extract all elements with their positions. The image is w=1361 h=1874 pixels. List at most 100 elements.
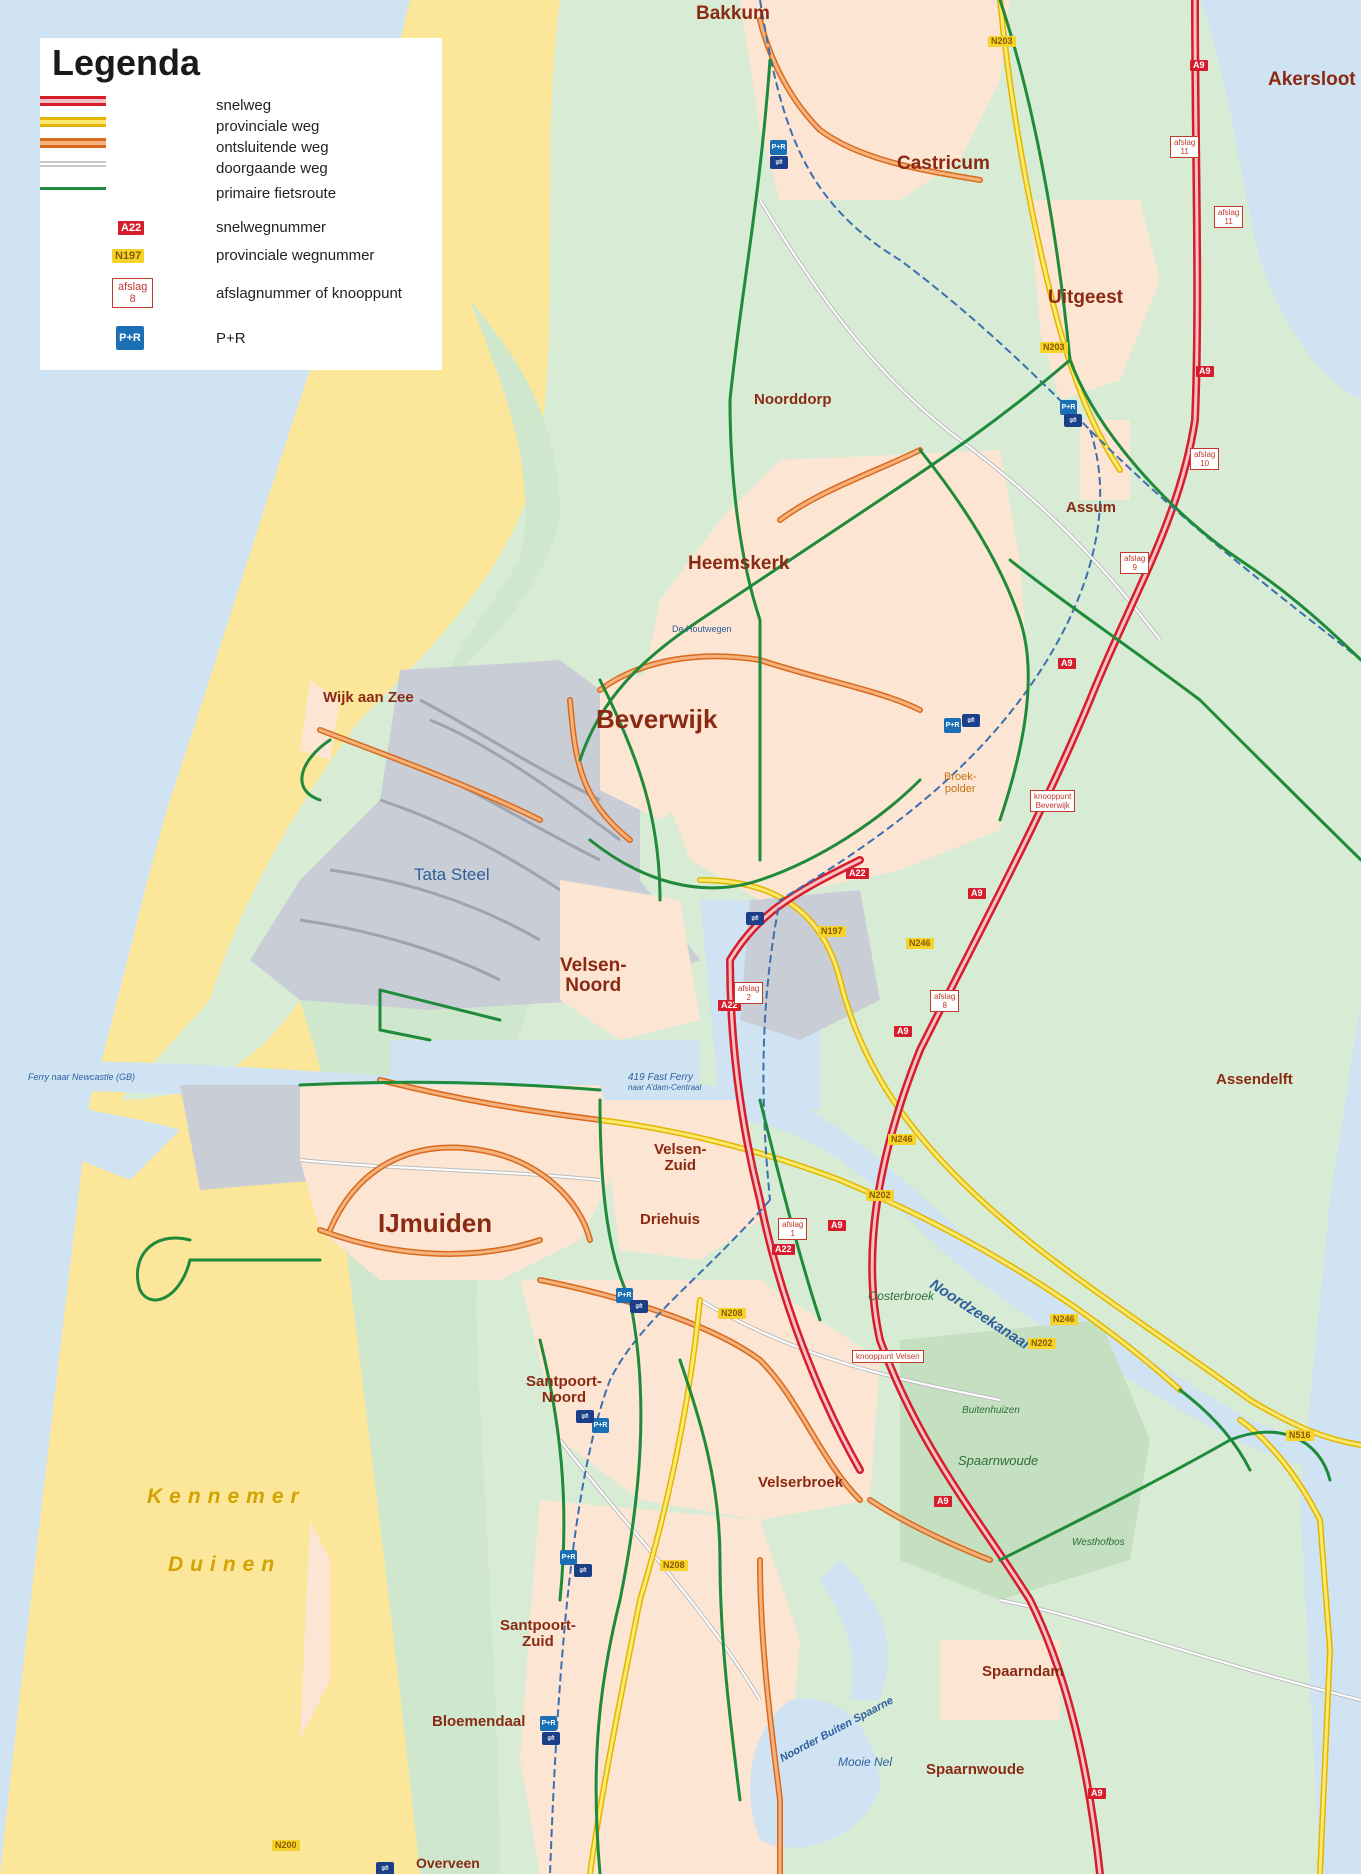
label-duinen: Duinen — [168, 1553, 282, 1576]
label-assum: Assum — [1066, 499, 1117, 516]
label-tata-steel: Tata Steel — [414, 865, 490, 884]
label-fast-ferry: 419 Fast Ferry — [628, 1072, 694, 1083]
park-and-ride-icon: P+R — [616, 1288, 633, 1303]
through-road-line-symbol — [40, 161, 106, 167]
label-castricum: Castricum — [897, 153, 990, 174]
road-badge-a22: A22 — [846, 868, 869, 879]
road-badge-n203: N203 — [988, 36, 1016, 47]
road-badge-n208: N208 — [660, 1560, 688, 1571]
spaarne-river — [820, 1560, 888, 1700]
motorway-line-symbol — [40, 96, 106, 106]
label-bloemendaal: Bloemendaal — [432, 1713, 526, 1730]
road-badge-a9: A9 — [1088, 1788, 1106, 1799]
label-ijmuiden: IJmuiden — [378, 1208, 493, 1238]
road-badge-n200: N200 — [272, 1840, 300, 1851]
label-ferry-newcastle: Ferry naar Newcastle (GB) — [28, 1072, 136, 1082]
road-badge-n197: N197 — [818, 926, 846, 937]
train-station-icon: ⇌ — [746, 912, 764, 925]
label-wijk-aan-zee: Wijk aan Zee — [323, 689, 414, 706]
park-and-ride-icon: P+R — [116, 326, 144, 350]
legend-label: snelwegnummer — [216, 219, 327, 236]
label-mooie-nel: Mooie Nel — [838, 1755, 893, 1769]
train-station-icon: ⇌ — [630, 1300, 648, 1313]
label-santpoort-noord: Santpoort- Noord — [526, 1373, 602, 1406]
legend-label: doorgaande weg — [216, 160, 328, 177]
legend-row-primaire-fietsroute: primaire fietsroute — [40, 184, 442, 206]
train-station-icon: ⇌ — [770, 156, 788, 169]
park-and-ride-icon: P+R — [540, 1716, 557, 1731]
label-bakkum: Bakkum — [696, 3, 770, 24]
legend-panel: Legenda snelweg provinciale weg ontsluit… — [40, 38, 442, 370]
provincial-road-line-symbol — [40, 117, 106, 127]
train-station-icon: ⇌ — [1064, 414, 1082, 427]
access-road-line-symbol — [40, 138, 106, 148]
road-badge-n516: N516 — [1286, 1430, 1314, 1441]
road-badge-a9: A9 — [934, 1496, 952, 1507]
road-badge-a9: A9 — [968, 888, 986, 899]
road-badge-a9: A9 — [894, 1026, 912, 1037]
road-badge-a22: A22 — [772, 1244, 795, 1255]
label-westhofbos: Westhofbos — [1072, 1537, 1125, 1548]
label-de-houtwegen: De Houtwegen — [672, 624, 732, 634]
legend-label: snelweg — [216, 97, 272, 114]
legend-label: primaire fietsroute — [216, 185, 337, 202]
road-badge-n246: N246 — [906, 938, 934, 949]
harbour-mouth — [0, 1090, 180, 1180]
legend-label: provinciale wegnummer — [216, 247, 375, 264]
legend-row-snelweg: snelweg — [40, 96, 442, 118]
label-santpoort-zuid: Santpoort- Zuid — [500, 1617, 576, 1650]
road-badge-a9: A9 — [1196, 366, 1214, 377]
label-driehuis: Driehuis — [640, 1211, 701, 1228]
road-badge-n202: N202 — [1028, 1338, 1056, 1349]
road-badge-n246: N246 — [888, 1134, 916, 1145]
legend-label: afslagnummer of knooppunt — [216, 285, 402, 302]
road-badge-n208: N208 — [718, 1308, 746, 1319]
label-kennemer: Kennemer — [147, 1485, 306, 1508]
road-badge-a9: A9 — [828, 1220, 846, 1231]
provincial-number-badge: N197 — [112, 249, 145, 263]
legend-title: Legenda — [52, 42, 201, 83]
park-and-ride-icon: P+R — [560, 1550, 577, 1565]
road-badge-n203: N203 — [1040, 342, 1068, 353]
label-heemskerk: Heemskerk — [688, 553, 790, 574]
park-and-ride-icon: P+R — [1060, 400, 1077, 415]
label-spaarnwoude-park: Spaarnwoude — [958, 1453, 1039, 1468]
alkmaardermeer — [1200, 0, 1361, 400]
label-velserbroek: Velserbroek — [758, 1474, 844, 1491]
spaarnwoude-park — [900, 1320, 1150, 1600]
legend-row-provinciale-weg: provinciale weg — [40, 117, 442, 139]
label-spaarnwoude: Spaarnwoude — [926, 1761, 1025, 1778]
train-station-icon: ⇌ — [576, 1410, 594, 1423]
provincial-roads — [588, 0, 1361, 1874]
motorways — [728, 0, 1199, 1874]
cycle-route-line-symbol — [40, 187, 106, 190]
train-station-icon: ⇌ — [574, 1564, 592, 1577]
label-fast-ferry-sub: naar A'dam-Centraal — [628, 1083, 702, 1092]
train-station-icon: ⇌ — [376, 1862, 394, 1874]
road-badge-a9: A9 — [1058, 658, 1076, 669]
label-uitgeest: Uitgeest — [1048, 287, 1123, 308]
railways — [549, 0, 1361, 1874]
label-noorddorp: Noorddorp — [754, 391, 832, 408]
north-sea — [0, 0, 410, 1874]
road-badge-a22: A22 — [718, 1000, 741, 1011]
legend-label: ontsluitende weg — [216, 139, 329, 156]
motorway-number-badge: A22 — [118, 221, 145, 235]
label-spaarndam: Spaarndam — [982, 1663, 1064, 1680]
train-station-icon: ⇌ — [962, 714, 980, 727]
label-velsen-noord: Velsen- Noord — [560, 955, 627, 996]
cycle-routes — [135, 0, 1361, 1874]
legend-label: P+R — [216, 330, 246, 347]
road-badge-n246: N246 — [1050, 1314, 1078, 1325]
legend-label: provinciale weg — [216, 118, 320, 135]
harbour-basin — [390, 1040, 700, 1095]
